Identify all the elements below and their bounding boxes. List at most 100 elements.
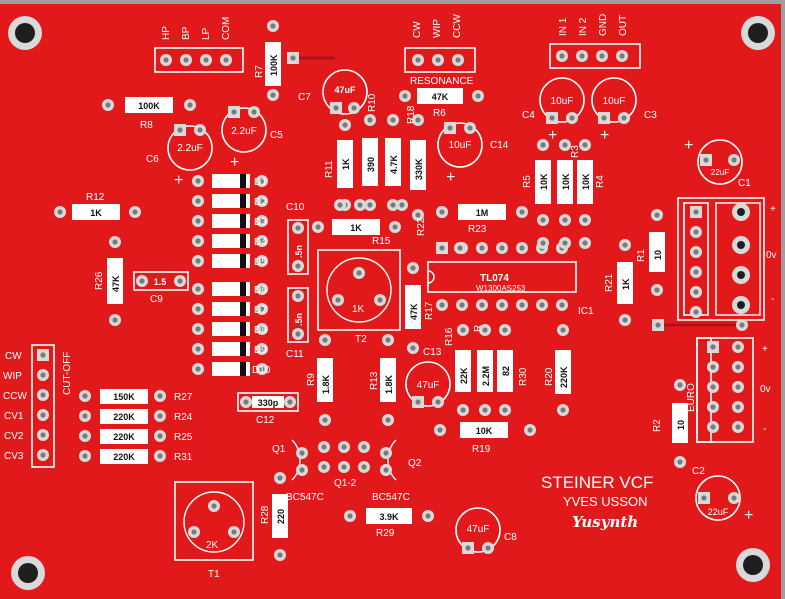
diode-2[interactable] bbox=[192, 194, 268, 208]
capacitor-c1[interactable]: 22uF + bbox=[684, 137, 743, 185]
diode-3[interactable] bbox=[192, 214, 268, 228]
resistor-r8[interactable]: 100K bbox=[102, 97, 196, 113]
capacitor-c5[interactable]: 2.2uF + bbox=[221, 106, 267, 171]
io-header[interactable] bbox=[549, 43, 641, 69]
mounting-hole-bl bbox=[11, 556, 45, 590]
svg-text:1K: 1K bbox=[341, 158, 351, 170]
diode-label-d6: D6 bbox=[254, 285, 267, 296]
power-connector-euro[interactable] bbox=[696, 337, 754, 443]
capacitor-c6[interactable]: 2.2uF + bbox=[167, 124, 213, 189]
svg-text:330p: 330p bbox=[258, 398, 279, 408]
svg-text:10uF: 10uF bbox=[603, 96, 626, 107]
diode-8[interactable] bbox=[192, 322, 268, 336]
svg-text:C7: C7 bbox=[298, 92, 311, 103]
capacitor-c12[interactable]: 330p bbox=[237, 392, 299, 412]
resistor-r6[interactable]: 47K bbox=[399, 88, 484, 104]
resistor-r27[interactable]: 150K bbox=[79, 389, 166, 404]
resistor-r5[interactable]: 10K bbox=[535, 139, 551, 226]
capacitor-c10[interactable]: .5n bbox=[287, 219, 309, 275]
capacitor-c11[interactable]: .5n bbox=[287, 287, 309, 343]
pin-label-res-ccw: CCW bbox=[452, 14, 463, 38]
trimmer-t1[interactable]: 2K bbox=[174, 481, 254, 561]
svg-text:10K: 10K bbox=[476, 426, 493, 436]
resistor-r4[interactable]: 10K bbox=[577, 139, 593, 226]
resistor-r24[interactable]: 220K bbox=[79, 409, 166, 424]
filter-output-header[interactable] bbox=[154, 47, 244, 73]
diode-6[interactable] bbox=[192, 282, 268, 296]
ic-tl074[interactable] bbox=[427, 242, 577, 311]
resistor-r19[interactable]: 10K bbox=[434, 422, 536, 438]
svg-text:+: + bbox=[600, 127, 609, 144]
diode-5[interactable] bbox=[192, 254, 268, 268]
svg-text:T1: T1 bbox=[208, 569, 220, 580]
svg-text:47uF: 47uF bbox=[417, 380, 440, 391]
resistor-r15[interactable]: 1K bbox=[312, 219, 401, 235]
resistor-r1[interactable]: 10 bbox=[649, 209, 665, 296]
resistor-r10[interactable]: 390 bbox=[362, 114, 378, 211]
resistor-r22[interactable]: 330K bbox=[410, 114, 426, 221]
resistor-r30[interactable]: 82 bbox=[497, 324, 513, 416]
resistor-r13[interactable]: 1.8K bbox=[380, 334, 396, 426]
svg-text:220K: 220K bbox=[113, 432, 135, 442]
capacitor-c13[interactable]: 47uF bbox=[405, 361, 451, 408]
resonance-header[interactable] bbox=[404, 47, 476, 73]
trimmer-t2[interactable]: 1K bbox=[317, 249, 401, 331]
resistor-r21[interactable]: 1K bbox=[617, 239, 633, 326]
board-title: STEINER VCF bbox=[541, 473, 653, 492]
transistor-q1: Q1 bbox=[272, 444, 286, 455]
svg-text:1K: 1K bbox=[350, 223, 362, 233]
transistor-pair[interactable] bbox=[291, 439, 397, 481]
capacitor-c3[interactable]: 10uF + bbox=[591, 77, 637, 144]
euro-label: EURO bbox=[686, 383, 697, 412]
diode-4[interactable] bbox=[192, 234, 268, 248]
diode-array[interactable] bbox=[192, 174, 268, 376]
resistor-r11[interactable]: 1K bbox=[337, 119, 353, 211]
board-author: YVES USSON bbox=[563, 494, 648, 509]
cutoff-header[interactable] bbox=[31, 344, 55, 468]
svg-text:C14: C14 bbox=[490, 140, 509, 151]
capacitor-c2[interactable]: 22uF + bbox=[695, 475, 753, 524]
diode-7[interactable] bbox=[192, 302, 268, 316]
svg-text:R16: R16 bbox=[444, 327, 455, 346]
resistor-r9[interactable]: 1.8K bbox=[317, 334, 333, 426]
resistor-r28[interactable]: 220 bbox=[272, 472, 288, 561]
capacitor-c9[interactable]: 1.5 bbox=[133, 271, 189, 291]
resistor-r-2m2[interactable]: 2.2M bbox=[477, 324, 493, 416]
resistor-r18[interactable]: 4.7K bbox=[385, 114, 401, 211]
svg-text:R19: R19 bbox=[472, 444, 491, 455]
resistor-r20[interactable]: 220K bbox=[555, 324, 571, 416]
svg-text:1.8K: 1.8K bbox=[321, 374, 331, 394]
cutoff-pin-cw: CW bbox=[5, 351, 22, 362]
resistor-r2[interactable]: 10 bbox=[672, 379, 688, 468]
resistor-r25[interactable]: 220K bbox=[79, 429, 166, 444]
svg-text:2.2uF: 2.2uF bbox=[177, 143, 203, 154]
resistor-r26[interactable]: 47K bbox=[107, 236, 123, 326]
resistor-r31[interactable]: 220K bbox=[79, 449, 166, 464]
svg-text:R4: R4 bbox=[595, 175, 606, 188]
svg-text:1K: 1K bbox=[90, 208, 102, 218]
diode-1[interactable] bbox=[192, 174, 268, 188]
svg-text:R5: R5 bbox=[522, 175, 533, 188]
ic-code: W1300AS253 bbox=[476, 284, 526, 293]
power-euro-minus: - bbox=[763, 424, 766, 435]
resistor-r17[interactable]: 47K bbox=[405, 262, 421, 354]
diode-10[interactable] bbox=[192, 362, 268, 376]
power-euro-plus: + bbox=[762, 344, 768, 355]
capacitor-c8[interactable]: 47uF bbox=[455, 507, 501, 554]
diode-9[interactable] bbox=[192, 342, 268, 356]
resistor-r16[interactable]: 22K bbox=[455, 324, 471, 416]
resistor-r7[interactable]: 100K bbox=[265, 20, 299, 101]
power-connector-top[interactable] bbox=[677, 197, 765, 321]
capacitor-c7[interactable]: 47uF bbox=[322, 69, 368, 115]
svg-text:220: 220 bbox=[276, 509, 286, 524]
resistor-r12[interactable]: 1K bbox=[54, 204, 141, 220]
resistor-r3[interactable]: 10K bbox=[557, 139, 573, 226]
diode-label-d10: D10 bbox=[252, 365, 271, 376]
via-pad bbox=[354, 199, 366, 211]
resistor-r29[interactable]: 3.9K bbox=[344, 508, 434, 524]
capacitor-c4[interactable]: 10uF + bbox=[539, 77, 585, 144]
svg-text:R13: R13 bbox=[369, 371, 380, 390]
resistor-r23[interactable]: 1M bbox=[436, 204, 528, 220]
capacitor-c14[interactable]: 10uF + bbox=[437, 122, 483, 186]
